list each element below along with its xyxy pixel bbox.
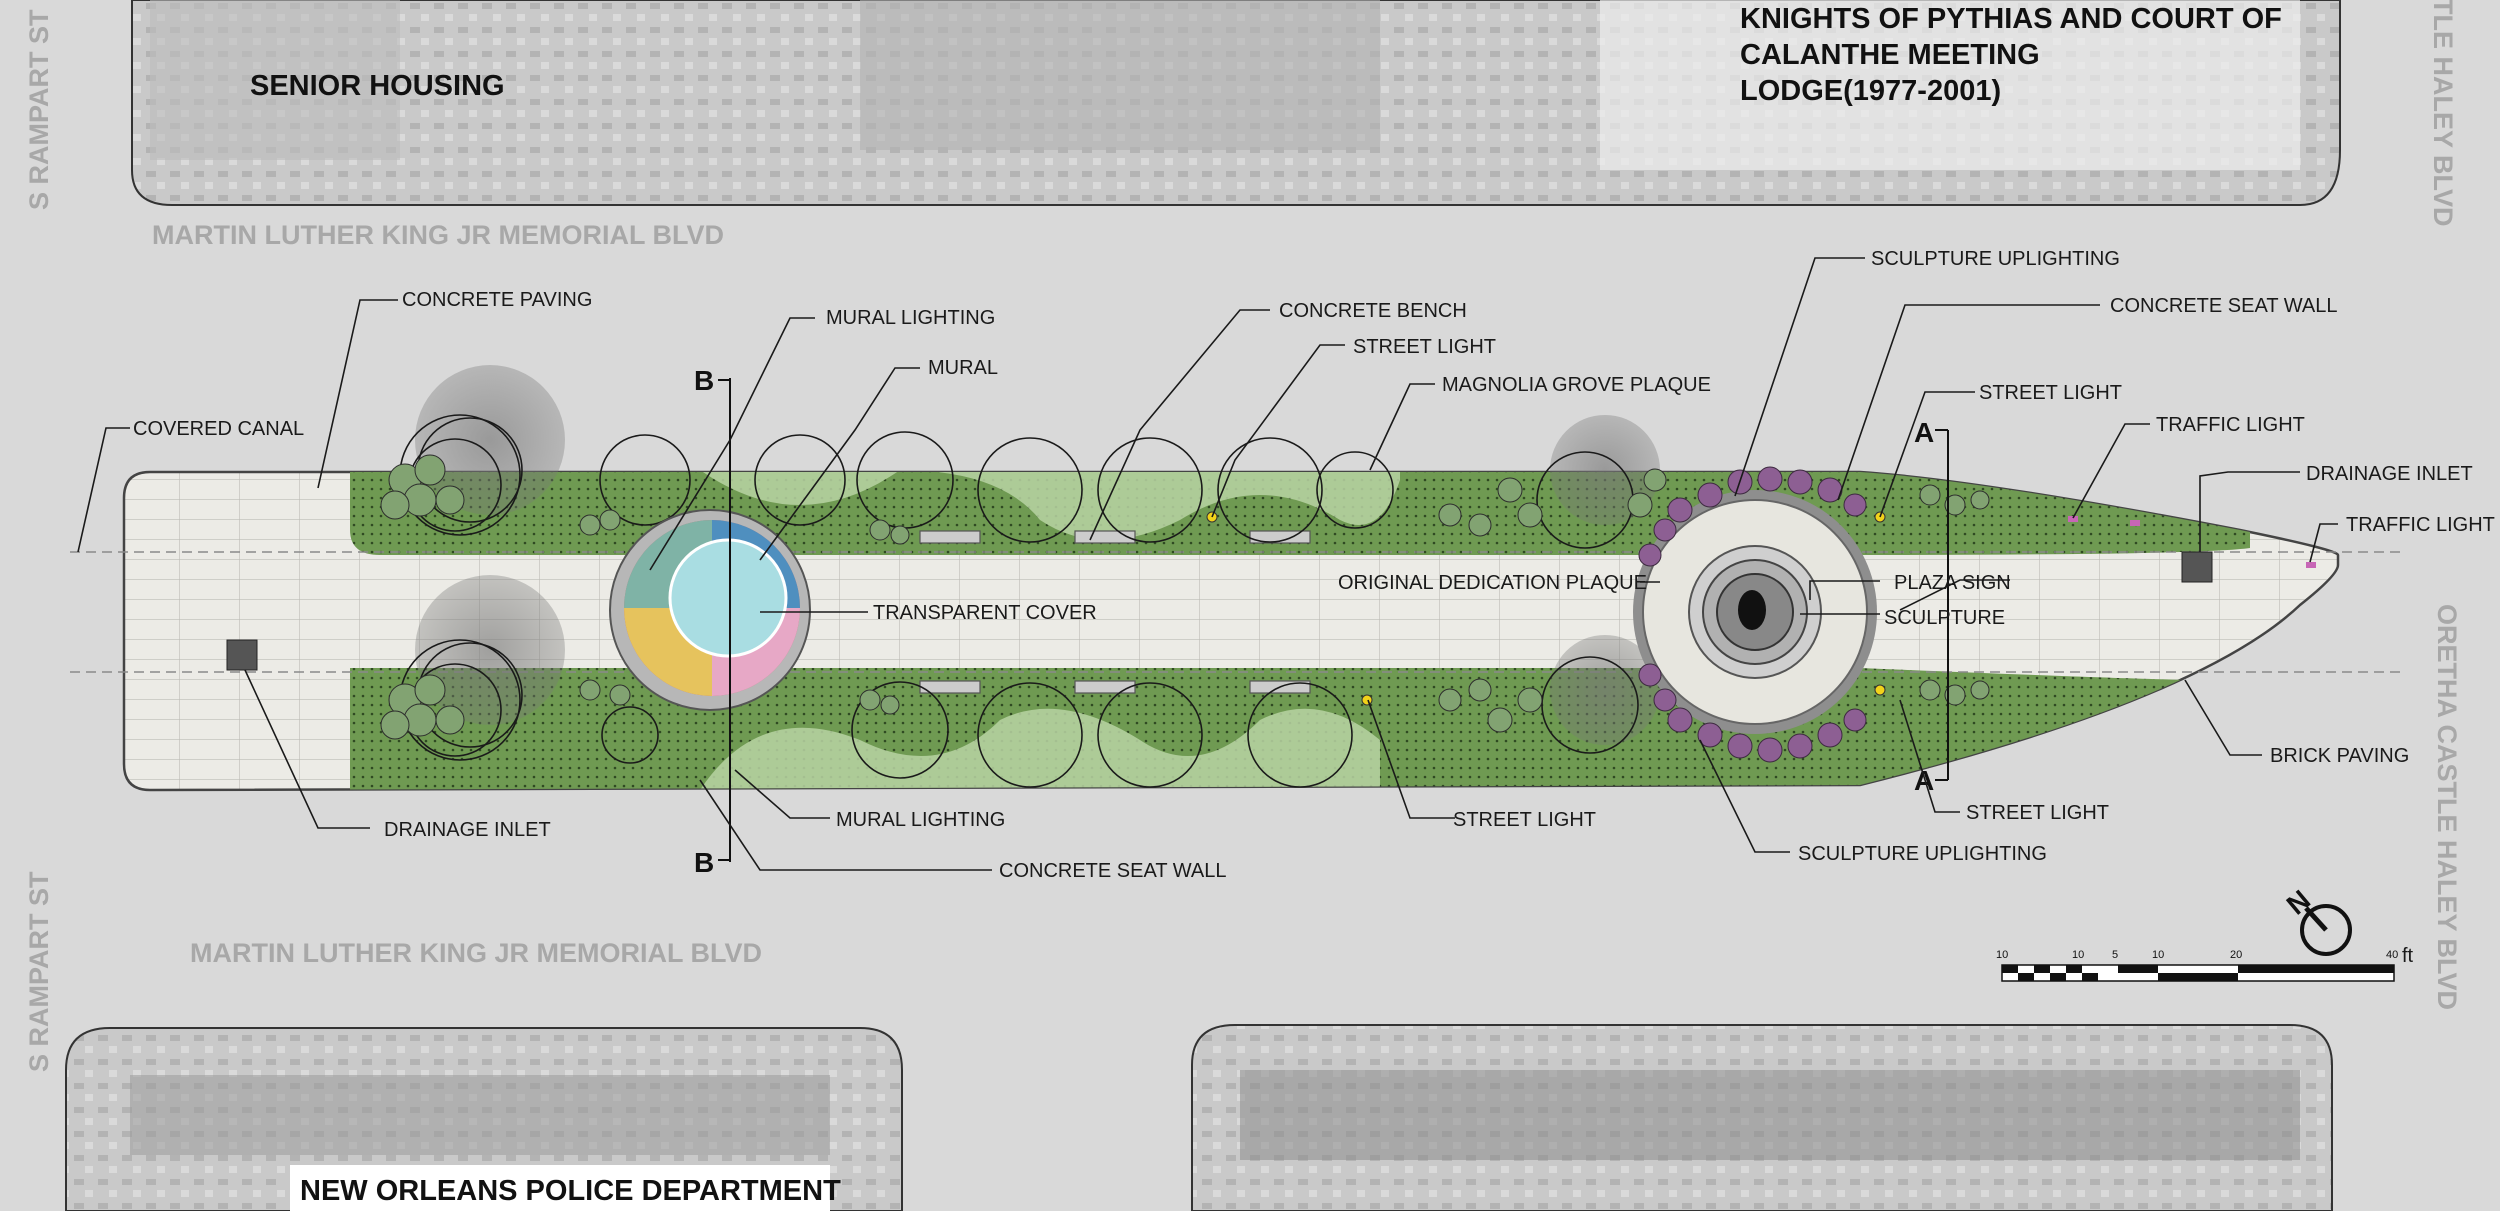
mlk-blvd-bottom-label: MARTIN LUTHER KING JR MEMORIAL BLVD bbox=[190, 938, 762, 968]
drainage-inlet-right-icon bbox=[2181, 551, 2213, 583]
s-rampart-st-bottom-label: S RAMPART ST bbox=[24, 871, 54, 1072]
magnolia-grove-plaque-label: MAGNOLIA GROVE PLAQUE bbox=[1442, 374, 1711, 396]
scale-tick-5: 20 bbox=[2230, 949, 2242, 961]
traffic-light-icons bbox=[2068, 516, 2316, 568]
drainage-inlet-right-label: DRAINAGE INLET bbox=[2306, 463, 2473, 485]
mural-circle bbox=[609, 509, 811, 711]
bottom-building-right bbox=[1191, 1024, 2333, 1211]
section-b-bottom-label: B bbox=[694, 847, 714, 878]
transparent-cover-icon bbox=[668, 538, 788, 658]
knights-label-line2: CALANTHE MEETING bbox=[1740, 39, 2040, 71]
original-dedication-plaque-label: ORIGINAL DEDICATION PLAQUE bbox=[1338, 572, 1647, 594]
street-light-bottom-right-label: STREET LIGHT bbox=[1966, 802, 2109, 824]
purple-shrub-ring bbox=[1638, 466, 1867, 763]
mlk-blvd-top-label: MARTIN LUTHER KING JR MEMORIAL BLVD bbox=[152, 220, 724, 250]
section-a-bottom-label: A bbox=[1914, 765, 1934, 796]
senior-housing-label: SENIOR HOUSING bbox=[250, 70, 505, 102]
scale-tick-2: 10 bbox=[2072, 949, 2084, 961]
north-arrow-icon bbox=[2300, 904, 2352, 956]
drainage-inlet-left-icon bbox=[226, 639, 258, 671]
scale-bar bbox=[2001, 964, 2395, 982]
street-light-bottom-mid-label: STREET LIGHT bbox=[1453, 809, 1596, 831]
section-b-marker bbox=[718, 378, 731, 862]
concrete-bench-label: CONCRETE BENCH bbox=[1279, 300, 1467, 322]
brick-paving-label: BRICK PAVING bbox=[2270, 745, 2409, 767]
sculpture-icon bbox=[1738, 590, 1766, 630]
street-light-top-mid-label: STREET LIGHT bbox=[1353, 336, 1496, 358]
section-a-marker bbox=[1935, 429, 1949, 781]
sculpture-uplighting-bottom-label: SCULPTURE UPLIGHTING bbox=[1798, 843, 2047, 865]
traffic-light-2-label: TRAFFIC LIGHT bbox=[2346, 514, 2495, 536]
s-rampart-st-top-label: S RAMPART ST bbox=[24, 9, 54, 210]
nopd-label: NEW ORLEANS POLICE DEPARTMENT bbox=[300, 1175, 841, 1207]
concrete-seat-wall-bottom-label: CONCRETE SEAT WALL bbox=[999, 860, 1226, 882]
concrete-paving-label: CONCRETE PAVING bbox=[402, 289, 592, 311]
scale-unit-label: ft bbox=[2402, 945, 2414, 967]
mural-lighting-top-label: MURAL LIGHTING bbox=[826, 307, 995, 329]
plaza-sign-label: PLAZA SIGN bbox=[1894, 572, 2011, 594]
knights-label-line3: LODGE(1977-2001) bbox=[1740, 75, 2001, 107]
street-light-top-right-label: STREET LIGHT bbox=[1979, 382, 2122, 404]
scale-tick-3: 5 bbox=[2112, 949, 2118, 961]
shrub-clusters bbox=[579, 468, 1990, 733]
scale-tick-1: 10 bbox=[1996, 949, 2008, 961]
sculpture-plaza bbox=[1633, 490, 1877, 734]
knights-label-line1: KNIGHTS OF PYTHIAS AND COURT OF bbox=[1740, 3, 2282, 35]
transparent-cover-label: TRANSPARENT COVER bbox=[873, 602, 1097, 624]
mural-lighting-bottom-label: MURAL LIGHTING bbox=[836, 809, 1005, 831]
drainage-inlet-left-label: DRAINAGE INLET bbox=[384, 819, 551, 841]
traffic-light-1-label: TRAFFIC LIGHT bbox=[2156, 414, 2305, 436]
leader-lines bbox=[77, 257, 2338, 871]
sculpture-label: SCULPTURE bbox=[1884, 607, 2005, 629]
top-building-block bbox=[131, 0, 2341, 206]
section-a-top-label: A bbox=[1914, 417, 1934, 448]
mural-label: MURAL bbox=[928, 357, 998, 379]
haley-blvd-top-label: STLE HALEY BLVD bbox=[2428, 0, 2458, 227]
scale-tick-6: 40 bbox=[2386, 949, 2398, 961]
scale-tick-4: 10 bbox=[2152, 949, 2164, 961]
covered-canal-label: COVERED CANAL bbox=[133, 418, 304, 440]
sculpture-uplighting-top-label: SCULPTURE UPLIGHTING bbox=[1871, 248, 2120, 270]
magnolia-trees bbox=[599, 431, 1394, 788]
section-b-top-label: B bbox=[694, 365, 714, 396]
nopd-label-bg bbox=[290, 1165, 830, 1211]
concrete-seat-wall-top-label: CONCRETE SEAT WALL bbox=[2110, 295, 2337, 317]
oretha-castle-haley-blvd-label: ORETHA CASTLE HALEY BLVD bbox=[2432, 604, 2462, 1010]
